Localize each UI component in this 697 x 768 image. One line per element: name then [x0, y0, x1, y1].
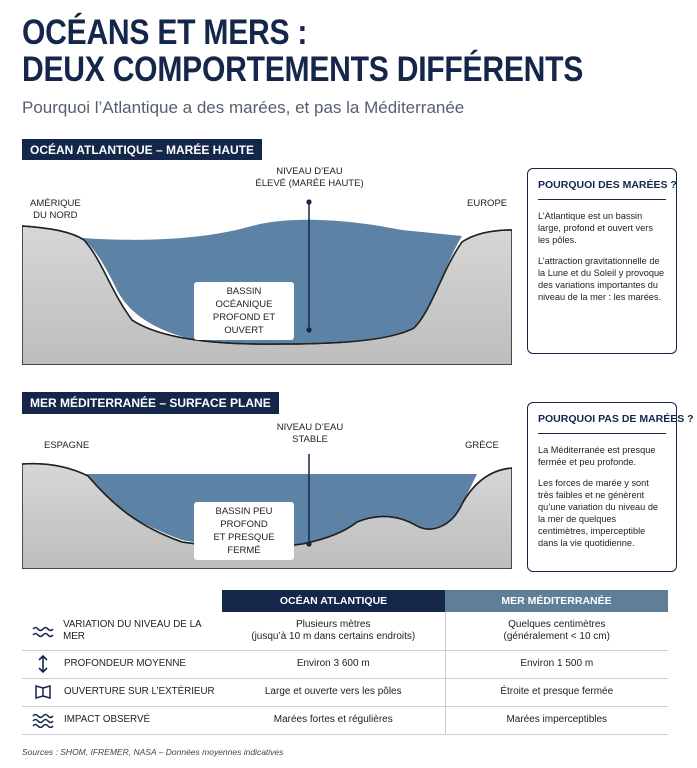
opening-icon	[22, 684, 64, 700]
greece-label: GRÈCE	[465, 440, 499, 451]
cell-med-depth: Environ 1 500 m	[445, 650, 668, 679]
cell-atlantic-impact: Marées fortes et régulières	[222, 706, 446, 735]
col-header-atlantic: OCÉAN ATLANTIQUE	[222, 590, 445, 612]
med-info-box: POURQUOI PAS DE MARÉES ? La Méditerranée…	[527, 402, 694, 572]
table-header-row: OCÉAN ATLANTIQUE MER MÉDITERRANÉE	[22, 590, 668, 612]
row-label-sea-level: VARIATION DU NIVEAU DE LA MER	[63, 618, 202, 642]
med-info-p2: Les forces de marée y sont très faibles …	[538, 478, 659, 548]
cell-med-sea-level-l1: Quelques centimètres	[508, 618, 606, 630]
cell-med-impact: Marées imperceptibles	[445, 706, 668, 735]
med-info-title: POURQUOI PAS DE MARÉES ?	[538, 413, 694, 434]
cell-med-sea-level-l2: (généralement < 10 cm)	[503, 630, 610, 642]
row-label-opening: OUVERTURE SUR L’EXTÉRIEUR	[64, 686, 215, 697]
comparison-table: OCÉAN ATLANTIQUE MER MÉDITERRANÉE VARIAT…	[22, 590, 668, 735]
atlantic-info-p2: L’attraction gravitationnelle de la Lune…	[538, 256, 665, 302]
table-row: PROFONDEUR MOYENNE Environ 3 600 m Envir…	[22, 650, 668, 679]
sources-note: Sources : SHOM, IFREMER, NASA – Données …	[22, 747, 284, 757]
cell-med-opening: Étroite et presque fermée	[445, 678, 668, 707]
page-title: OCÉANS ET MERS : DEUX COMPORTEMENTS DIFF…	[22, 14, 583, 88]
cell-atlantic-sea-level-l1: Plusieurs mètres	[296, 618, 371, 630]
atlantic-info-box: POURQUOI DES MARÉES ? L’Atlantique est u…	[527, 168, 677, 354]
waves-icon	[22, 624, 63, 638]
title-line-2: DEUX COMPORTEMENTS DIFFÉRENTS	[22, 50, 584, 89]
atlantic-section-label: OCÉAN ATLANTIQUE – MARÉE HAUTE	[22, 139, 263, 161]
table-row: VARIATION DU NIVEAU DE LA MER Plusieurs …	[22, 612, 668, 651]
title-line-1: OCÉANS ET MERS :	[22, 13, 308, 52]
spain-label: ESPAGNE	[44, 440, 90, 451]
cell-atlantic-depth: Environ 3 600 m	[222, 650, 446, 679]
med-info-p1: La Méditerranée est presque fermée et pe…	[538, 445, 656, 467]
depth-arrow-icon	[22, 655, 64, 673]
atlantic-info-p1: L’Atlantique est un bassin large, profon…	[538, 211, 653, 245]
europe-label: EUROPE	[467, 198, 508, 209]
cell-atlantic-sea-level-l2: (jusqu’à 10 m dans certains endroits)	[251, 630, 416, 642]
row-label-depth: PROFONDEUR MOYENNE	[64, 658, 186, 669]
row-label-impact: IMPACT OBSERVÉ	[64, 714, 151, 725]
table-row: IMPACT OBSERVÉ Marées fortes et régulièr…	[22, 706, 668, 735]
impact-waves-icon	[22, 712, 64, 728]
table-row: OUVERTURE SUR L’EXTÉRIEUR Large et ouver…	[22, 678, 668, 707]
cell-atlantic-opening: Large et ouverte vers les pôles	[222, 678, 446, 707]
page-subtitle: Pourquoi l’Atlantique a des marées, et p…	[22, 98, 465, 117]
med-section-label: MER MÉDITERRANÉE – SURFACE PLANE	[22, 392, 279, 414]
atlantic-info-title: POURQUOI DES MARÉES ?	[538, 179, 677, 200]
col-header-med: MER MÉDITERRANÉE	[445, 590, 668, 612]
